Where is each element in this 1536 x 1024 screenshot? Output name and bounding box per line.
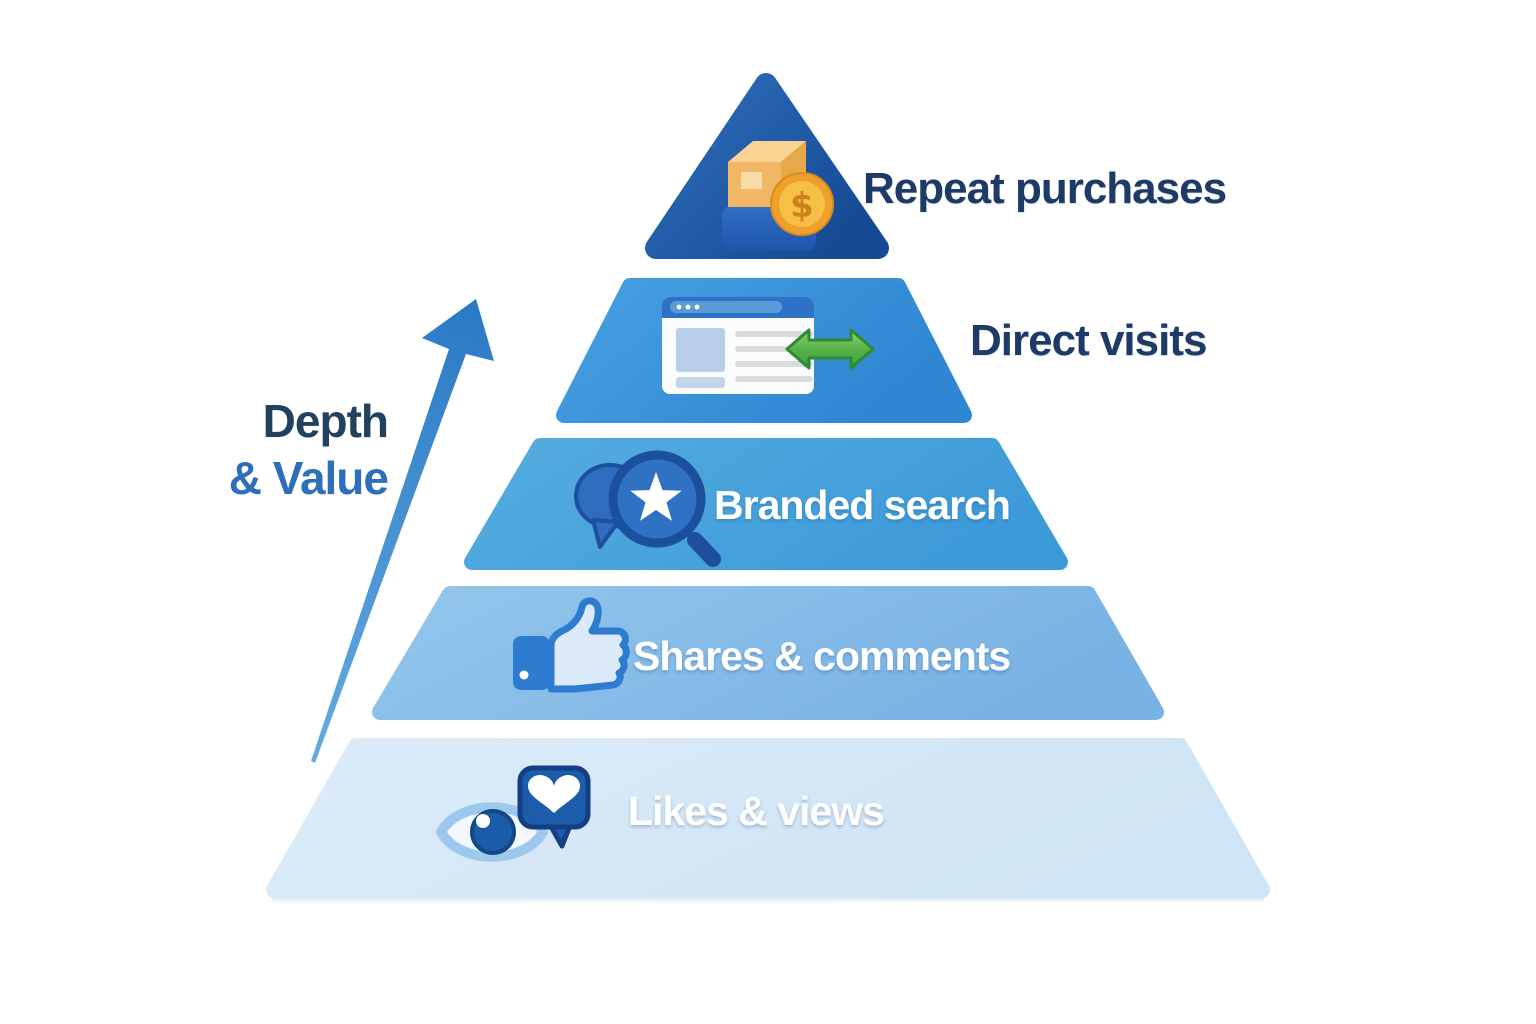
eye-heart-bubble-icon	[436, 765, 591, 862]
dollar-symbol: $	[790, 186, 814, 226]
label-shares-comments: Shares & comments	[633, 633, 1011, 679]
label-direct-visits: Direct visits	[970, 316, 1207, 365]
axis-label-line1: Depth	[262, 395, 389, 447]
exchange-arrow-icon	[785, 328, 875, 370]
browser-exchange-arrow-icon	[662, 297, 875, 394]
heart-icon	[528, 775, 580, 813]
label-branded-search: Branded search	[714, 482, 1011, 528]
axis-label-line2: & Value	[228, 452, 389, 504]
growth-arrow	[311, 299, 494, 763]
package-dollar-coin-icon: $	[722, 141, 834, 251]
label-likes-views: Likes & views	[628, 788, 885, 834]
star-icon	[630, 472, 682, 521]
axis-label: Depth & Value	[188, 393, 389, 507]
thumbs-up-icon	[513, 597, 630, 693]
chat-search-star-icon	[574, 450, 721, 567]
label-repeat-purchases: Repeat purchases	[863, 164, 1227, 213]
